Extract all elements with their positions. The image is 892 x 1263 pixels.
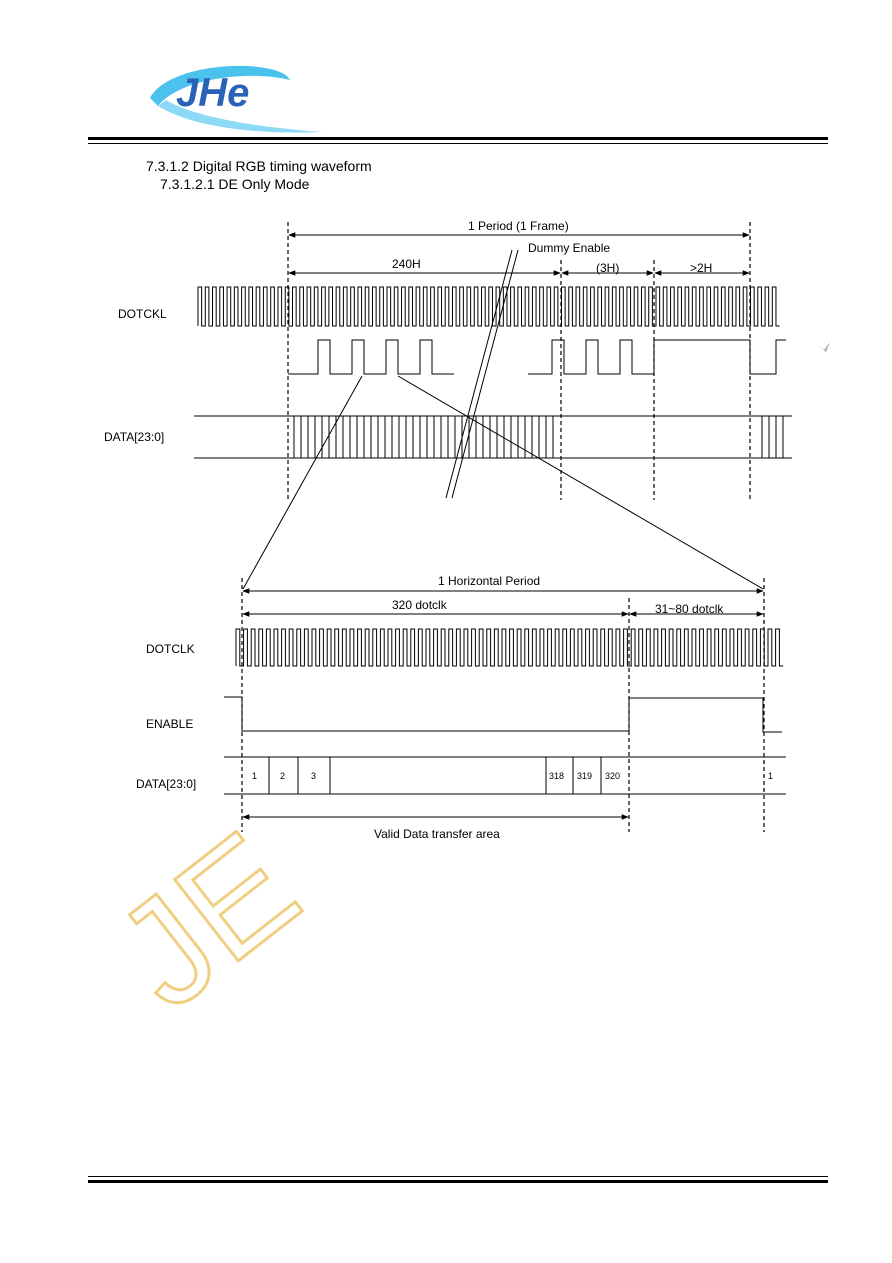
data-cell-320: 320	[605, 771, 620, 781]
data-cell-2: 2	[280, 771, 285, 781]
line-data-label: DATA[23:0]	[136, 777, 196, 791]
data-cell-318: 318	[549, 771, 564, 781]
break-marks	[445, 249, 519, 499]
frame-enable-trace	[288, 339, 786, 375]
data-cell-319: 319	[577, 771, 592, 781]
line-dotclk-label: DOTCLK	[146, 642, 195, 656]
zoom-lines	[242, 375, 764, 590]
line-dotclk-wave	[235, 628, 784, 667]
data-cell-next-1: 1	[768, 771, 773, 781]
line-boundaries	[241, 578, 765, 832]
frame-enable-wave	[288, 339, 786, 375]
line-period-label: 1 Horizontal Period	[438, 574, 540, 588]
frame-dotclk-label: DOTCKL	[118, 307, 167, 321]
valid-area-label: Valid Data transfer area	[374, 827, 500, 841]
line-dotclk-trace	[235, 628, 784, 667]
watermark-logo: JE	[120, 830, 329, 1010]
corner-bird-icon	[816, 342, 830, 352]
header-rule	[88, 137, 828, 140]
frame-dotclk-wave	[197, 286, 780, 327]
span-2h-label: >2H	[690, 261, 712, 275]
data-cell-1: 1	[252, 771, 257, 781]
frame-period-label: 1 Period (1 Frame)	[468, 219, 569, 233]
frame-dotclk-trace	[197, 286, 780, 327]
line-enable-wave	[224, 696, 782, 733]
enable-label: ENABLE	[146, 717, 193, 731]
line-data-bus	[224, 756, 786, 795]
span-320-label: 320 dotclk	[392, 598, 448, 612]
logo-text: JHe	[176, 71, 249, 115]
footer-rule	[88, 1180, 828, 1183]
span-31-80-label: 31~80 dotclk	[655, 602, 724, 616]
company-logo: JHe	[150, 65, 322, 133]
frame-data-label: DATA[23:0]	[104, 430, 164, 444]
section-heading: 7.3.1.2 Digital RGB timing waveform	[146, 158, 372, 174]
span-3h-label: (3H)	[596, 261, 619, 275]
span-240h-label: 240H	[392, 257, 421, 271]
footer-rule-thin	[88, 1176, 828, 1177]
timing-diagram: 1 Period (1 Frame) Dummy Enable 240H (3H…	[104, 219, 830, 841]
section-subheading: 7.3.1.2.1 DE Only Mode	[160, 176, 310, 192]
data-cell-3: 3	[311, 771, 316, 781]
header-rule-thin	[88, 143, 828, 144]
frame-data-bus	[194, 415, 792, 459]
frame-boundaries	[287, 222, 751, 500]
dummy-enable-label: Dummy Enable	[528, 241, 610, 255]
